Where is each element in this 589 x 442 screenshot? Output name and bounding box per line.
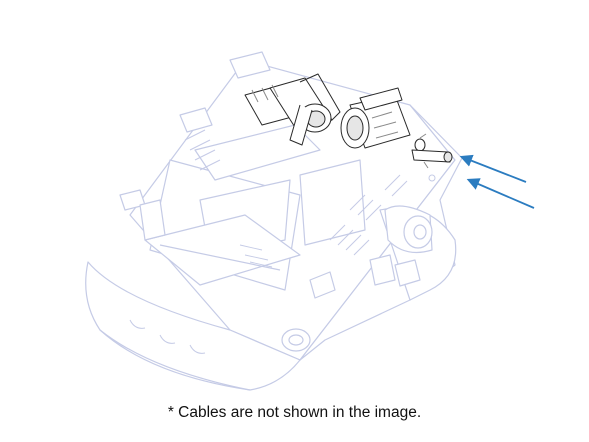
connector-pin — [411, 133, 453, 182]
servo-motor-left — [244, 73, 341, 146]
callout-arrow-upper — [459, 154, 527, 183]
callout-arrow-lower — [466, 178, 535, 209]
callout-arrows — [459, 154, 535, 209]
footnote-caption: * Cables are not shown in the image. — [167, 404, 422, 421]
exploded-assembly-diagram — [85, 51, 535, 391]
servo-motor-right — [340, 87, 411, 149]
